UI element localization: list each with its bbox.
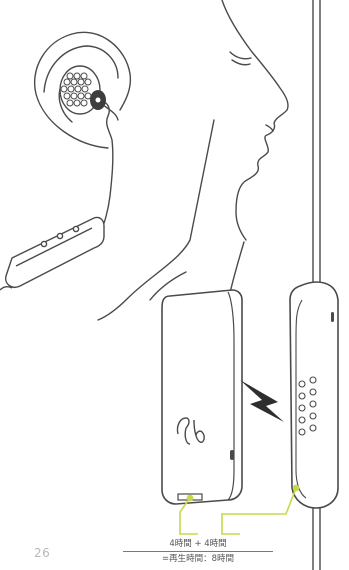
face-profile-line: [222, 0, 288, 240]
remote-control-icon: [0, 217, 104, 290]
cable-remote-icon: [290, 282, 338, 508]
earbud-icon: [60, 66, 106, 114]
charge-time-line: 4時間 + 4時間: [118, 538, 278, 550]
battery-pack-icon: [162, 290, 242, 504]
transfer-arrow-icon: [240, 380, 284, 422]
playback-time-line: =再生時間：8時間: [118, 553, 278, 565]
page-number: 26: [34, 546, 50, 560]
caption-divider: [123, 551, 273, 552]
charge-time-caption: 4時間 + 4時間 =再生時間：8時間: [118, 538, 278, 565]
